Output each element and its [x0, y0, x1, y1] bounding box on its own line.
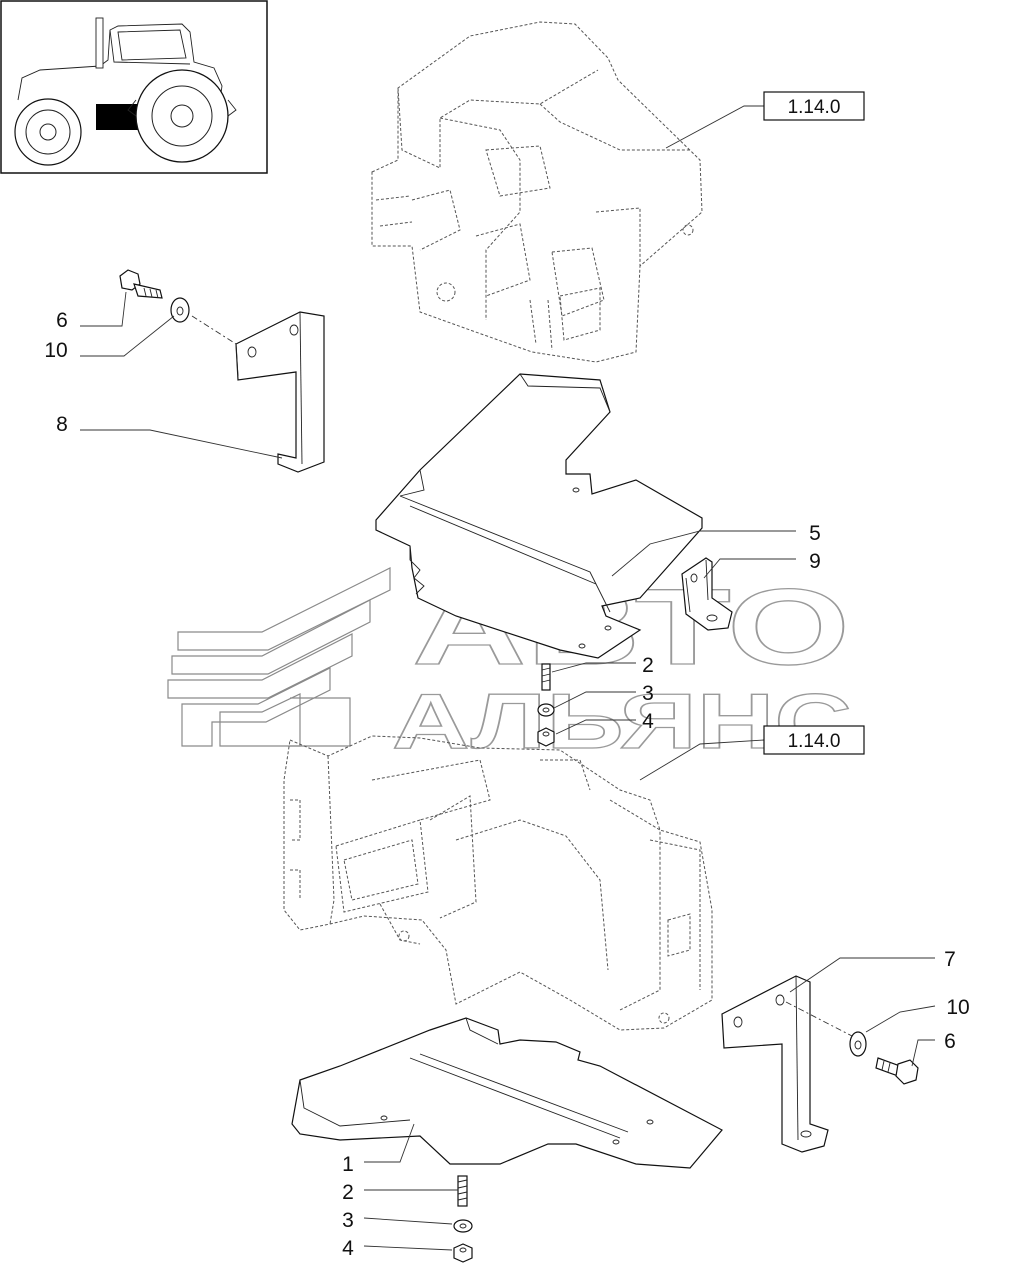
cover-plate-5	[375, 373, 703, 659]
callout-c9[interactable]: 9	[809, 550, 821, 573]
reference-label-middle: 1.14.0	[788, 731, 841, 752]
callout-c3a[interactable]: 3	[642, 682, 654, 705]
callout-labels: 6 10 8 5 9 2 3 4 7 10 6 1 2 3 4	[44, 309, 969, 1260]
hex-nut-icon	[453, 1243, 473, 1263]
callout-c10a[interactable]: 10	[44, 339, 67, 362]
reference-box-middle[interactable]: 1.14.0	[763, 725, 865, 755]
callout-c7[interactable]: 7	[944, 948, 956, 971]
callout-c4a[interactable]: 4	[642, 710, 654, 733]
reference-label-top: 1.14.0	[788, 97, 841, 118]
callout-c1[interactable]: 1	[342, 1153, 354, 1176]
stud-icon	[541, 663, 551, 691]
lower-ghost-assembly	[283, 735, 713, 1031]
hex-bolt-icon	[875, 1057, 919, 1085]
callout-c5[interactable]: 5	[809, 522, 821, 545]
tractor-thumbnail-icon	[0, 0, 268, 174]
leader-lines	[80, 105, 936, 1251]
callout-c6a[interactable]: 6	[56, 309, 68, 332]
flat-washer-icon	[170, 297, 190, 323]
upper-ghost-assembly	[371, 21, 703, 363]
lock-washer-icon	[453, 1219, 473, 1233]
bracket-8	[235, 311, 325, 473]
callout-c3b[interactable]: 3	[342, 1209, 354, 1232]
hex-nut-icon	[537, 727, 555, 747]
flat-washer-icon	[849, 1031, 867, 1057]
callout-c8[interactable]: 8	[56, 413, 68, 436]
watermark-logo	[167, 567, 391, 747]
cover-plate-1	[291, 1017, 723, 1169]
lock-washer-icon	[537, 703, 555, 717]
callout-c10b[interactable]: 10	[946, 996, 969, 1019]
callout-c2a[interactable]: 2	[642, 654, 654, 677]
callout-c2b[interactable]: 2	[342, 1181, 354, 1204]
reference-box-top[interactable]: 1.14.0	[763, 91, 865, 121]
bracket-7	[721, 975, 829, 1153]
hex-bolt-icon	[119, 269, 163, 299]
callout-c6b[interactable]: 6	[944, 1030, 956, 1053]
stud-icon	[457, 1175, 468, 1207]
callout-c4b[interactable]: 4	[342, 1237, 354, 1260]
highlight-area	[96, 104, 140, 130]
bracket-9	[681, 557, 733, 631]
